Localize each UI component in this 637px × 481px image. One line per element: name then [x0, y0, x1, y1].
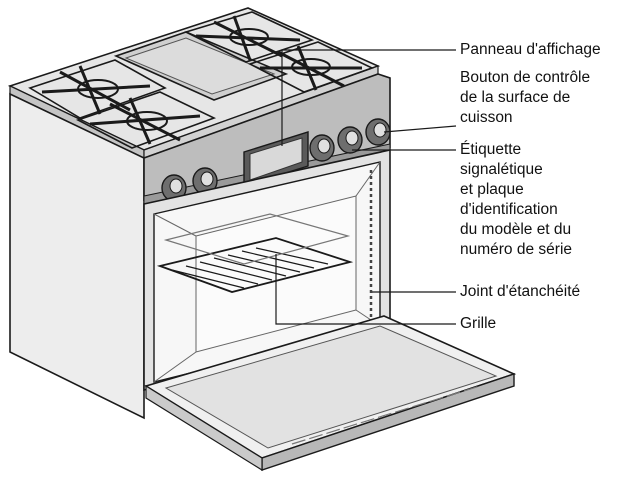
oven-rack [156, 213, 354, 293]
callout-display-panel-line-1: Panneau d'affichage [460, 41, 601, 58]
knob-left-2 [192, 167, 218, 195]
callout-rating-label-line-3: et plaque [460, 181, 524, 198]
leader-lines [275, 49, 457, 325]
callout-surface-knob-line-2: de la surface de [460, 89, 571, 106]
callout-rating-label-line-5: du modèle et du [460, 221, 572, 238]
callout-rating-label: Étiquette signalétique et plaque d'ident… [460, 140, 572, 260]
callout-surface-knob-line-1: Bouton de contrôle [460, 69, 591, 86]
display-panel [243, 131, 309, 187]
callout-gasket-line-1: Joint d'étanchéité [460, 283, 581, 300]
callout-display-panel: Panneau d'affichage [460, 40, 601, 60]
leader-surface-knob [383, 125, 457, 133]
oven-cavity [153, 161, 381, 383]
callout-surface-knob-line-3: cuisson [460, 109, 513, 126]
knob-right-2 [337, 126, 363, 154]
cooktop [7, 7, 381, 159]
callout-rating-label-line-4: d'identification [460, 201, 558, 218]
leader-rack [275, 254, 456, 325]
burner-grate-right [183, 11, 315, 63]
knob-right-1 [309, 134, 335, 162]
burner-grate-left [28, 59, 167, 119]
callout-rack-line-1: Grille [460, 315, 497, 332]
oven-door [144, 315, 517, 472]
callout-rating-label-line-1: Étiquette [460, 141, 522, 158]
callout-rating-label-line-2: signalétique [460, 161, 543, 178]
leader-display-panel [281, 49, 456, 146]
callout-surface-knob: Bouton de contrôle de la surface de cuis… [460, 68, 590, 128]
callout-rack: Grille [460, 314, 496, 334]
callout-rating-label-line-6: numéro de série [460, 241, 573, 258]
burner-grate-right-front [247, 41, 375, 93]
griddle [113, 31, 289, 101]
callout-gasket: Joint d'étanchéité [460, 282, 580, 302]
range-side-panel [9, 92, 145, 420]
burner-grate-left-front [75, 91, 217, 149]
